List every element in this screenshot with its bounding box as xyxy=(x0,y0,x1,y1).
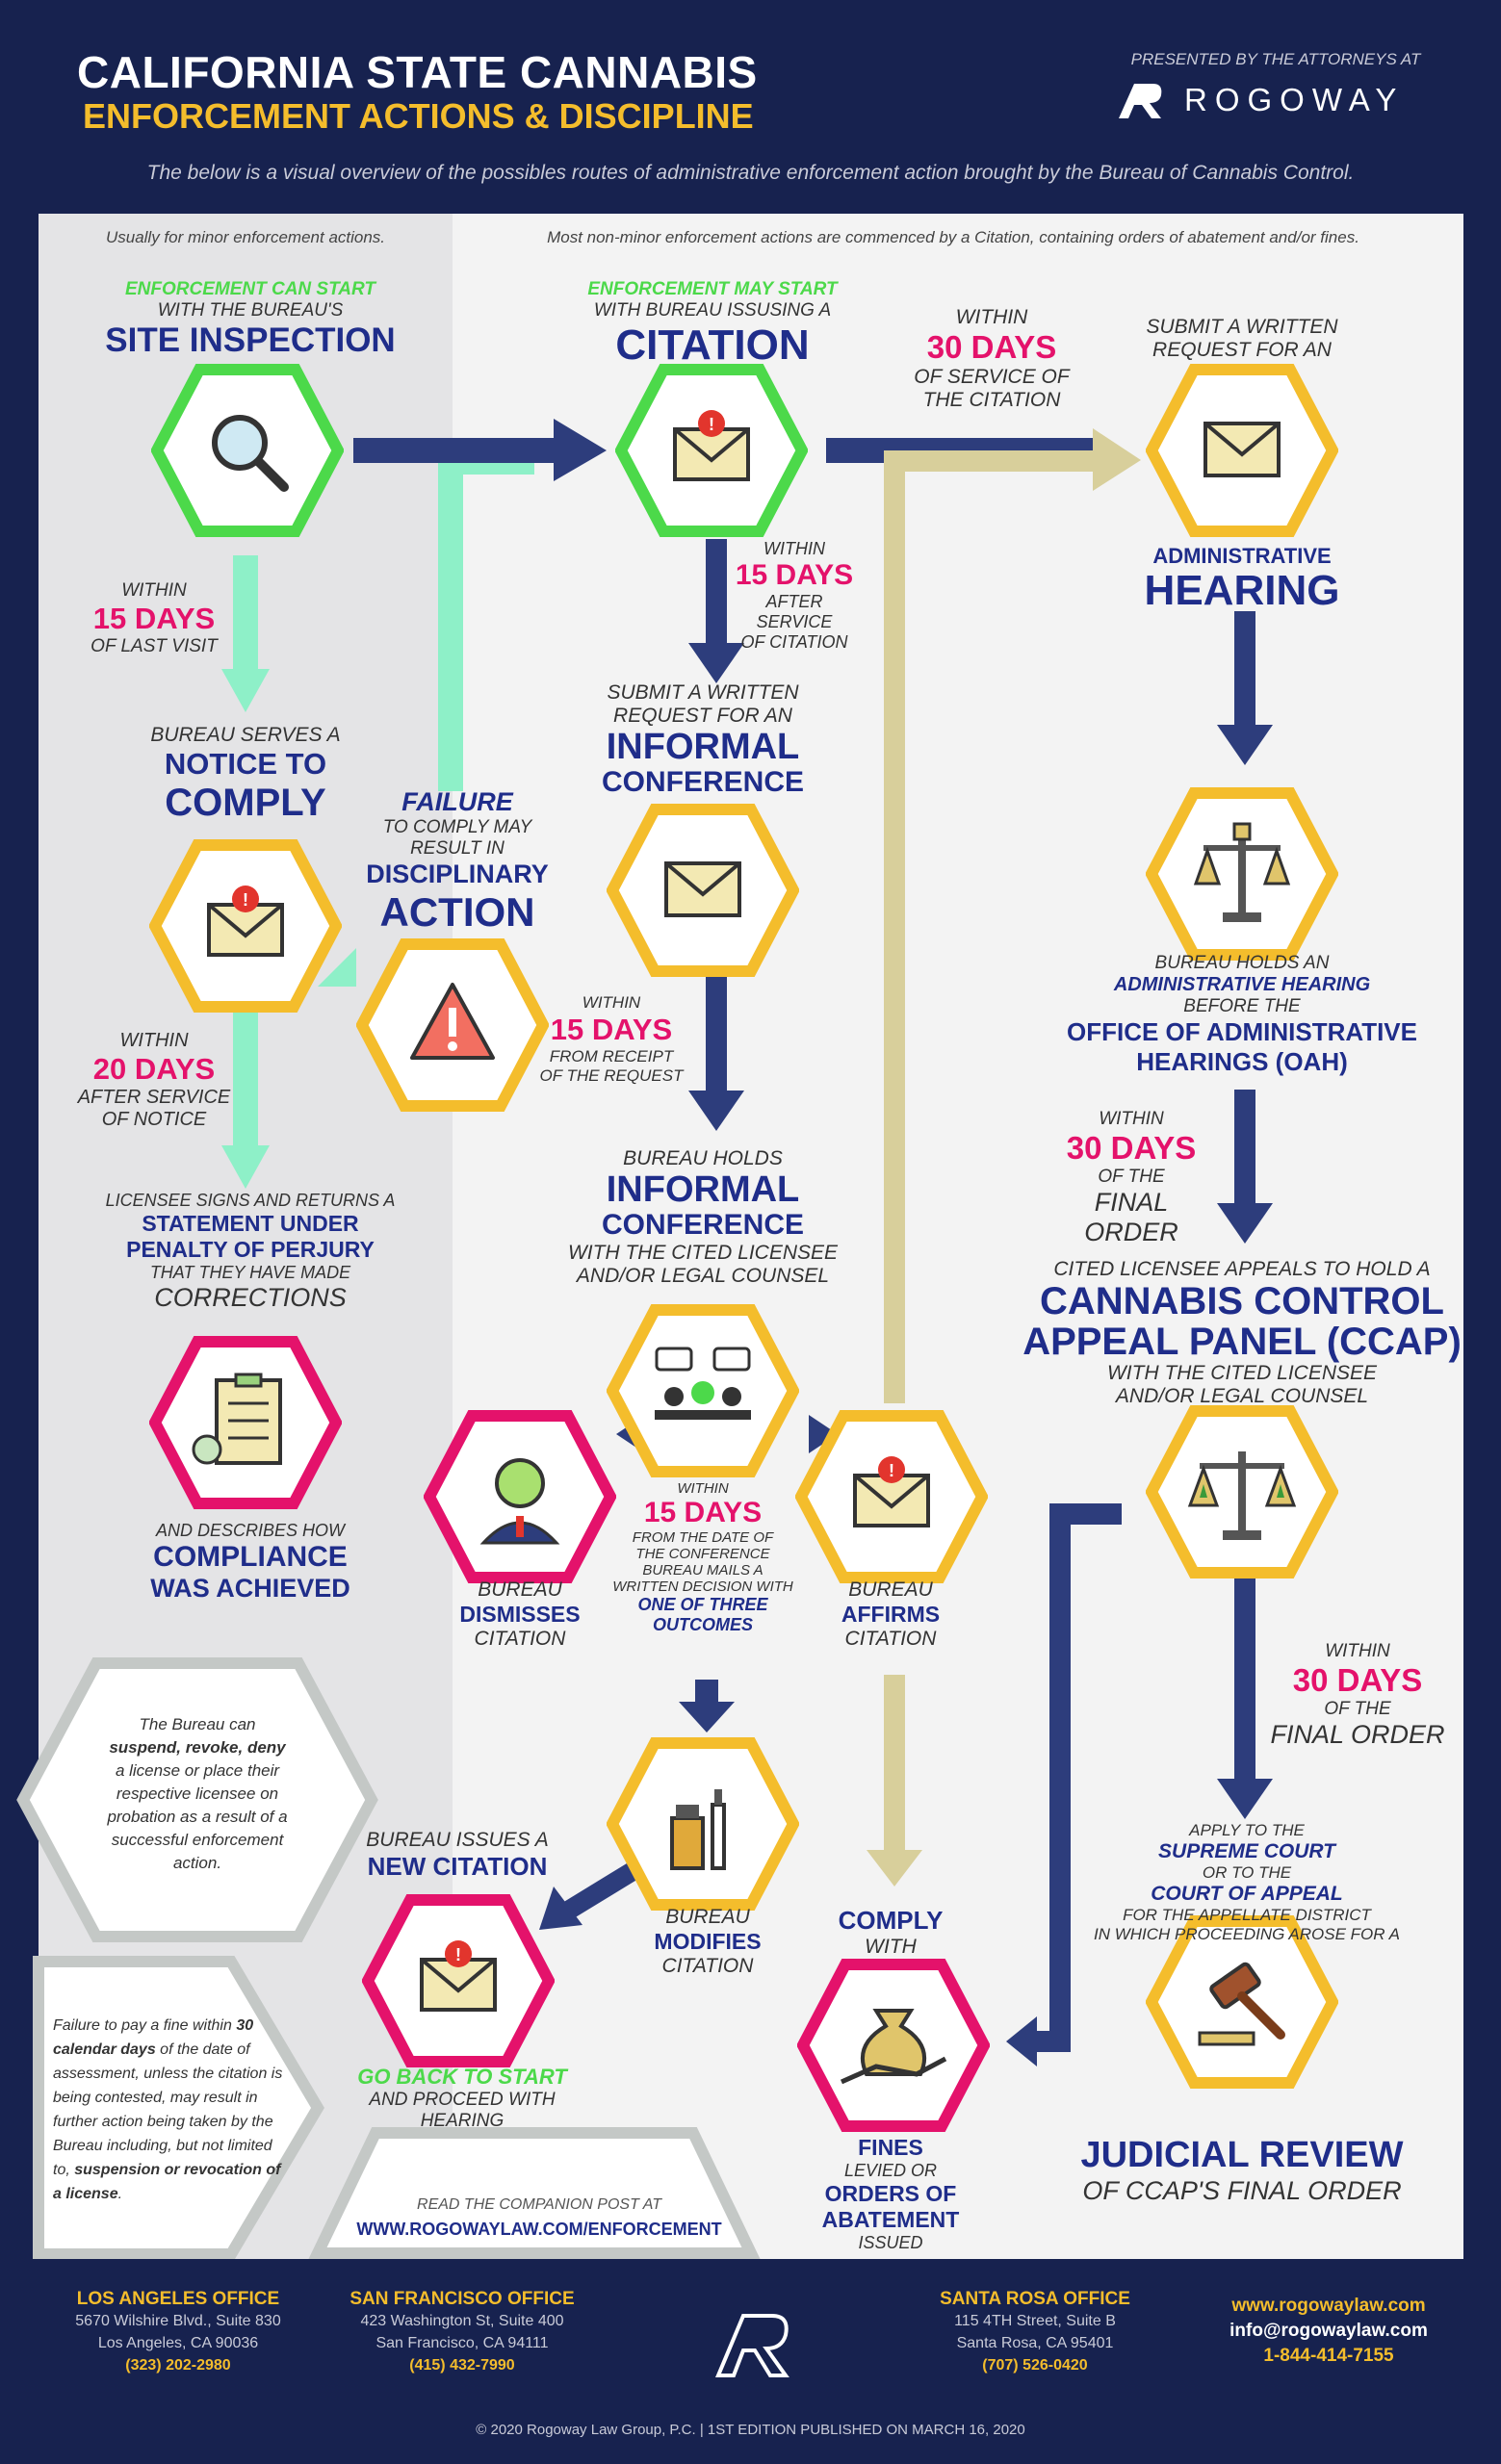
sf-phone[interactable]: (415) 432-7990 xyxy=(409,2357,515,2374)
la-office: LOS ANGELES OFFICE 5670 Wilshire Blvd., … xyxy=(39,2288,318,2376)
site-inspection-hex xyxy=(150,364,345,537)
informal-request-hex xyxy=(606,804,800,977)
within20-notice: WITHIN 20 DAYS AFTER SERVICE OF NOTICE xyxy=(77,1030,231,1130)
title-line2: ENFORCEMENT ACTIONS & DISCIPLINE xyxy=(83,96,754,136)
oah-hex xyxy=(1145,787,1339,961)
admin-hearing-request-top: SUBMIT A WRITTEN REQUEST FOR AN xyxy=(1146,316,1338,361)
la-phone[interactable]: (323) 202-2980 xyxy=(125,2357,231,2374)
oah-label: BUREAU HOLDS AN ADMINISTRATIVE HEARING B… xyxy=(1067,953,1417,1076)
new-citation-label: BUREAU ISSUES A NEW CITATION xyxy=(366,1829,549,1881)
informal-hold-label: BUREAU HOLDS INFORMAL CONFERENCE WITH TH… xyxy=(567,1147,839,1287)
admin-hearing-hex xyxy=(1145,364,1339,537)
citation-hex: ! xyxy=(614,364,809,537)
citation-label: ENFORCEMENT MAY START WITH BUREAU ISSUSI… xyxy=(587,279,838,369)
intro-text: The below is a visual overview of the po… xyxy=(146,162,1355,184)
envelope-icon xyxy=(1203,422,1281,477)
gavel-icon xyxy=(1198,1962,1285,2046)
disciplinary-action-hex xyxy=(355,938,550,1112)
svg-text:!: ! xyxy=(455,1945,461,1964)
compliance-label: AND DESCRIBES HOW COMPLIANCE WAS ACHIEVE… xyxy=(150,1521,350,1603)
sf-office: SAN FRANCISCO OFFICE 423 Washington St, … xyxy=(323,2288,602,2376)
search-icon xyxy=(212,415,289,492)
notice-to-comply-hex: ! xyxy=(148,839,343,1013)
within15-request: WITHIN 15 DAYS FROM RECEIPT OF THE REQUE… xyxy=(539,993,684,1085)
companion-post: READ THE COMPANION POST AT WWW.ROGOWAYLA… xyxy=(327,2196,751,2240)
fines-label: FINES LEVIED OR ORDERS OF ABATEMENT ISSU… xyxy=(821,2135,960,2252)
svg-text:!: ! xyxy=(243,890,248,910)
bottles-icon xyxy=(670,1789,726,1870)
svg-text:!: ! xyxy=(889,1461,894,1480)
within30-citation: WITHIN 30 DAYS OF SERVICE OF THE CITATIO… xyxy=(914,306,1070,411)
comply-label: COMPLY WITH xyxy=(838,1906,944,1958)
tel-link[interactable]: 1-844-414-7155 xyxy=(1263,2346,1394,2366)
ccap-label: CITED LICENSEE APPEALS TO HOLD A CANNABI… xyxy=(1022,1258,1462,1407)
envelope-icon: ! xyxy=(853,1456,930,1527)
suspend-box: The Bureau can suspend, revoke, deny a l… xyxy=(107,1715,288,1872)
website-link[interactable]: www.rogowaylaw.com xyxy=(1231,2296,1426,2316)
suspend-box-shape xyxy=(16,1657,378,1942)
within15-conference: WITHIN 15 DAYS FROM THE DATE OF THE CONF… xyxy=(612,1480,793,1634)
rogoway-logo-icon xyxy=(1119,84,1162,118)
fine-box: Failure to pay a fine within 30 calendar… xyxy=(53,2017,283,2202)
svg-text:!: ! xyxy=(709,415,714,434)
judicial-review-label: JUDICIAL REVIEW OF CCAP'S FINAL ORDER xyxy=(1080,2135,1404,2205)
admin-hearing-request-bottom: ADMINISTRATIVE HEARING xyxy=(1144,544,1340,614)
footer: LOS ANGELES OFFICE 5670 Wilshire Blvd., … xyxy=(0,2259,1501,2464)
scales-icon xyxy=(1193,822,1291,922)
new-citation-hex: ! xyxy=(361,1894,556,2067)
presented-by: PRESENTED BY THE ATTORNEYS AT xyxy=(1130,50,1421,68)
within30-final: WITHIN 30 DAYS OF THE FINAL ORDER xyxy=(1066,1109,1197,1246)
modifies-hex xyxy=(606,1737,800,1911)
affirms-hex: ! xyxy=(794,1410,989,1583)
sr-office: SANTA ROSA OFFICE 115 4TH Street, Suite … xyxy=(895,2288,1175,2376)
note-minor: Usually for minor enforcement actions. xyxy=(105,228,386,246)
within15-citation: WITHIN 15 DAYS AFTER SERVICE OF CITATION xyxy=(735,539,854,652)
statement-hex xyxy=(148,1336,343,1509)
envelope-icon: ! xyxy=(420,1940,497,2012)
person-icon xyxy=(479,1458,560,1545)
informal-conference-hex xyxy=(606,1304,800,1477)
dismisses-hex xyxy=(423,1410,617,1583)
go-back-label: GO BACK TO START AND PROCEED WITH HEARIN… xyxy=(357,2065,567,2131)
warning-icon xyxy=(410,983,495,1060)
header: CALIFORNIA STATE CANNABIS ENFORCEMENT AC… xyxy=(0,0,1501,212)
money-bag-icon xyxy=(840,2009,947,2085)
envelope-icon: ! xyxy=(207,886,284,957)
title-line1: CALIFORNIA STATE CANNABIS xyxy=(77,47,758,97)
dismisses-label: BUREAU DISMISSES CITATION xyxy=(459,1578,581,1650)
envelope-icon xyxy=(664,861,741,917)
fine-box-shape xyxy=(33,1956,324,2260)
companion-link[interactable]: WWW.ROGOWAYLAW.COM/ENFORCEMENT xyxy=(356,2220,722,2239)
email-link[interactable]: info@rogowaylaw.com xyxy=(1229,2321,1428,2341)
clipboard-icon xyxy=(192,1373,282,1465)
sr-phone[interactable]: (707) 526-0420 xyxy=(982,2357,1088,2374)
ccap-hex xyxy=(1145,1405,1339,1578)
rogoway-footer-logo-icon xyxy=(714,2314,789,2377)
failure-label: FAILURE TO COMPLY MAY RESULT IN DISCIPLI… xyxy=(366,787,549,935)
brand-name: ROGOWAY xyxy=(1184,82,1405,117)
within15-last-visit: WITHIN 15 DAYS OF LAST VISIT xyxy=(91,580,218,656)
copyright: © 2020 Rogoway Law Group, P.C. | 1ST EDI… xyxy=(476,2422,1025,2438)
judicial-review-hex xyxy=(1145,1915,1339,2089)
within30-ccap: WITHIN 30 DAYS OF THE FINAL ORDER xyxy=(1270,1641,1445,1749)
site-inspection-label: ENFORCEMENT CAN START WITH THE BUREAU'S … xyxy=(105,279,396,359)
supreme-court-label: APPLY TO THE SUPREME COURT OR TO THE COU… xyxy=(1094,1821,1400,1943)
fines-hex xyxy=(796,1959,991,2132)
affirms-label: BUREAU AFFIRMS CITATION xyxy=(841,1578,941,1650)
envelope-icon: ! xyxy=(673,410,750,481)
cannabis-scales-icon xyxy=(1187,1451,1297,1540)
informal-request-label: SUBMIT A WRITTEN REQUEST FOR AN INFORMAL… xyxy=(601,681,804,798)
note-non-minor: Most non-minor enforcement actions are c… xyxy=(547,228,1359,246)
contact-info: www.rogowaylaw.com info@rogowaylaw.com 1… xyxy=(1203,2294,1454,2369)
meeting-icon xyxy=(655,1347,751,1420)
modifies-label: BUREAU MODIFIES CITATION xyxy=(654,1906,762,1977)
companion-box-shape xyxy=(308,2127,761,2259)
notice-to-comply-label: BUREAU SERVES A NOTICE TO COMPLY xyxy=(150,724,341,824)
statement-label: LICENSEE SIGNS AND RETURNS A STATEMENT U… xyxy=(105,1191,396,1312)
